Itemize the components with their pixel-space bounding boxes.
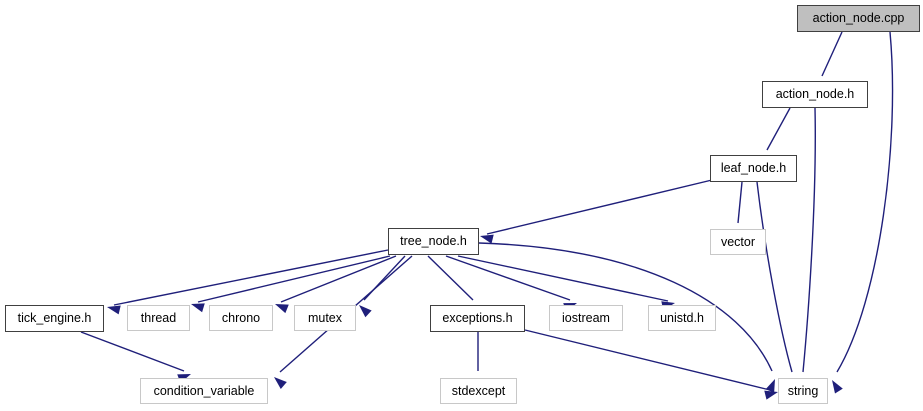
graph-node-mutex[interactable]: mutex [294,305,356,331]
graph-node-tick_engine_h[interactable]: tick_engine.h [5,305,104,332]
graph-node-vector[interactable]: vector [710,229,766,255]
graph-node-action_node_cpp[interactable]: action_node.cpp [797,5,920,32]
graph-node-condition_variable[interactable]: condition_variable [140,378,268,404]
graph-node-label: mutex [307,310,343,325]
edge-action_node_h-to-string [798,107,816,394]
graph-node-exceptions_h[interactable]: exceptions.h [430,305,525,332]
graph-node-label: iostream [562,310,610,325]
graph-node-label: exceptions.h [442,311,513,326]
graph-node-label: vector [720,234,756,249]
graph-node-unistd_h[interactable]: unistd.h [648,305,716,331]
graph-node-label: tick_engine.h [17,311,92,326]
graph-node-label: action_node.cpp [812,11,905,26]
edge-tick_engine_h-to-condition_variable [80,331,191,383]
edge-tree_node_h-to-mutex [359,255,406,318]
edge-tree_node_h-to-thread [191,255,391,313]
graph-node-stdexcept[interactable]: stdexcept [440,378,517,404]
graph-node-label: condition_variable [153,383,255,398]
edge-tree_node_h-to-iostream [445,255,577,312]
edge-tree_node_h-to-unistd_h [457,255,675,311]
graph-node-label: chrono [221,310,261,325]
graph-node-label: action_node.h [775,87,855,102]
graph-node-label: unistd.h [660,310,704,325]
edge-leaf_node_h-to-string [756,181,795,394]
edge-leaf_node_h-to-tree_node_h [480,179,713,244]
graph-node-label: tree_node.h [400,234,467,249]
graph-node-label: thread [140,310,177,325]
graph-node-action_node_h[interactable]: action_node.h [762,81,868,108]
graph-node-label: leaf_node.h [720,161,787,176]
graph-node-thread[interactable]: thread [127,305,190,331]
graph-node-label: string [787,383,819,398]
graph-node-string[interactable]: string [778,378,828,404]
graph-node-chrono[interactable]: chrono [209,305,273,331]
graph-node-label: stdexcept [451,383,506,398]
graph-node-tree_node_h[interactable]: tree_node.h [388,228,479,255]
graph-node-iostream[interactable]: iostream [549,305,623,331]
edge-exceptions_h-to-string [524,329,778,400]
graph-node-leaf_node_h[interactable]: leaf_node.h [710,155,797,182]
